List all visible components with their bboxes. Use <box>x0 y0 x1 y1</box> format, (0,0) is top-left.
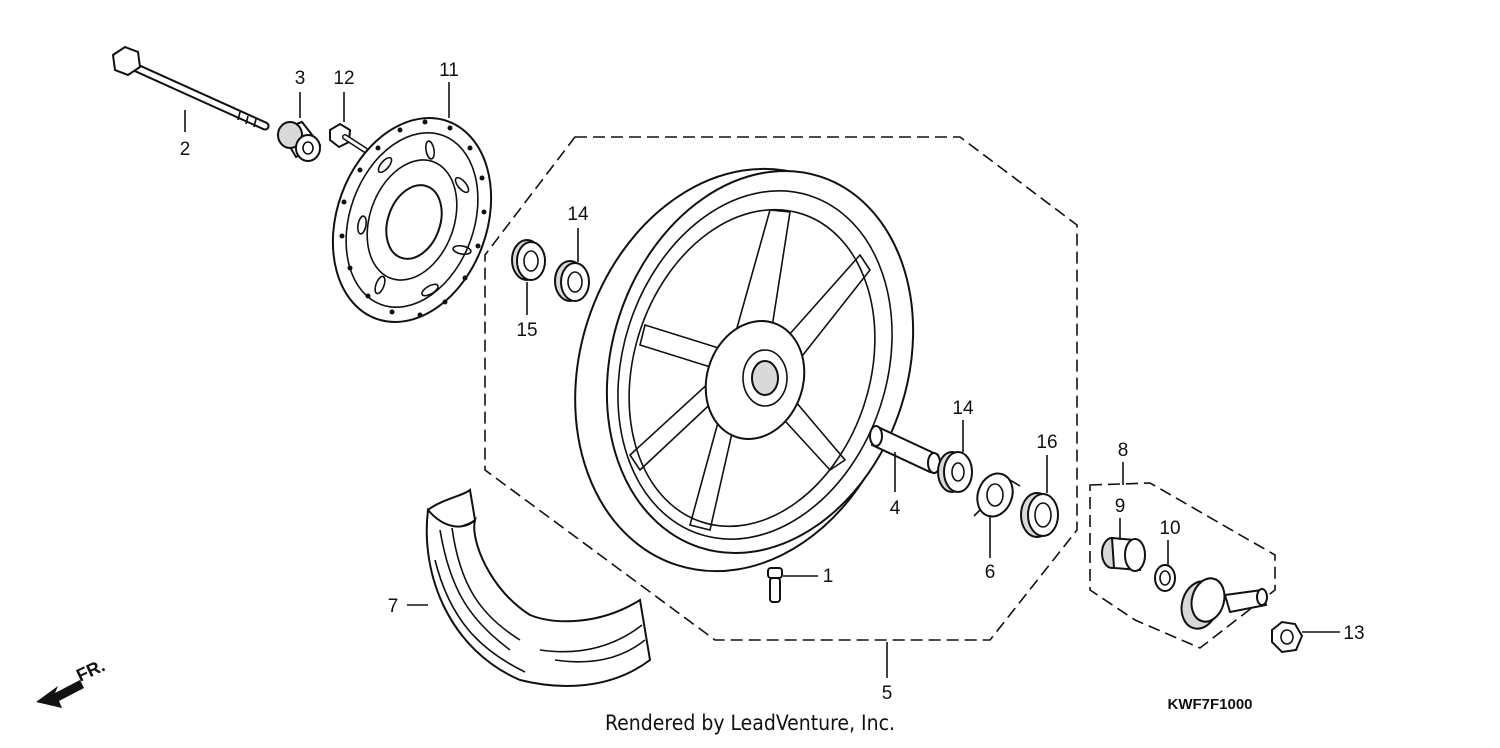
callout-15: 15 <box>516 320 537 341</box>
brake-disc-part <box>331 117 493 323</box>
callout-9: 9 <box>1115 496 1126 517</box>
callout-5: 5 <box>882 683 893 704</box>
callout-1: 1 <box>823 566 834 587</box>
wheel-assembly-outline <box>484 136 1078 641</box>
bearing-part-15 <box>511 239 546 281</box>
speedometer-retainer-part <box>973 472 1021 518</box>
callout-10: 10 <box>1159 518 1180 539</box>
callout-leaders <box>184 82 1340 678</box>
axle-nut-part <box>1271 620 1304 654</box>
bearing-part-14-lower <box>937 451 973 493</box>
callout-7: 7 <box>388 596 399 617</box>
callout-8: 8 <box>1118 440 1129 461</box>
valve-stem-part <box>767 567 783 603</box>
render-credit: Rendered by LeadVenture, Inc. <box>605 711 895 735</box>
callout-14-lower: 14 <box>952 398 974 419</box>
bearing-part-14-upper <box>554 260 590 302</box>
front-direction-arrow-icon: FR. <box>36 655 108 708</box>
front-wheel-part <box>574 167 915 573</box>
callout-6: 6 <box>985 562 996 583</box>
spacer-collar-part <box>277 120 322 162</box>
washer-part <box>1154 564 1176 592</box>
diagram-code: KWF7F1000 <box>1167 696 1252 713</box>
callout-11: 11 <box>439 60 459 81</box>
callout-14-upper: 14 <box>567 204 589 225</box>
speedometer-gearbox-part <box>1180 577 1268 630</box>
callout-12: 12 <box>333 68 354 89</box>
distance-collar-part <box>869 425 941 474</box>
tire-part <box>425 487 652 687</box>
axle-bolt-part <box>111 45 270 131</box>
dust-seal-part <box>1020 492 1059 538</box>
callout-2: 2 <box>180 139 191 160</box>
disc-bolt-part <box>329 122 368 153</box>
speedometer-gear-part <box>1101 536 1146 572</box>
callout-16: 16 <box>1036 432 1057 453</box>
callout-4: 4 <box>890 498 901 519</box>
callout-13: 13 <box>1343 623 1364 644</box>
callout-3: 3 <box>295 68 306 89</box>
